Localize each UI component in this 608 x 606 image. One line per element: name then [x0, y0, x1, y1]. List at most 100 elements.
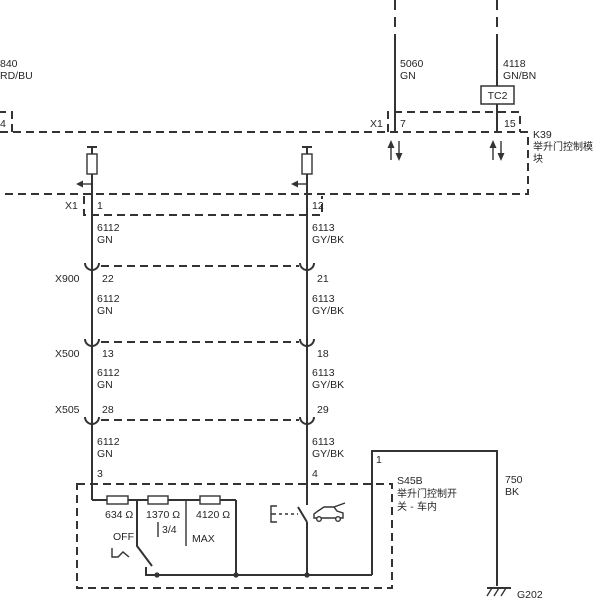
- car-front-wheel: [316, 516, 323, 523]
- connector-x500-terminal-left: [84, 338, 100, 347]
- connector-x1-top-housing: [387, 111, 521, 132]
- resistor-4120-label: 4120 Ω: [196, 509, 230, 521]
- connector-x505: [84, 416, 315, 425]
- ground-icon: [486, 587, 511, 597]
- pullup-resistor-icon: [291, 146, 313, 188]
- connector-x900: [84, 262, 315, 271]
- liftgate-car-icon: [313, 502, 346, 523]
- car-open-liftgate: [333, 502, 346, 508]
- resistor-634-label: 634 Ω: [105, 509, 133, 521]
- wire-6112-circuit-label: 6112: [97, 222, 120, 234]
- resistor-4120: [199, 495, 221, 505]
- wire-6112-color-label: GN: [97, 234, 113, 246]
- connector-x500-terminal-right: [299, 338, 315, 347]
- connector-x900-pin-21: 21: [317, 273, 329, 285]
- ground-g202-label: G202: [517, 589, 543, 601]
- car-rear-wheel: [335, 516, 342, 523]
- switch-s45b-pin-3: 3: [97, 468, 103, 480]
- wire-4118-color-label: GN/BN: [503, 70, 536, 82]
- wire-5060-circuit-label: 5060: [400, 58, 424, 70]
- switch-s45b-name-line1: 举升门控制开: [397, 487, 457, 500]
- switch-s45b-ref: S45B: [397, 475, 423, 487]
- connector-x505-pin-29: 29: [317, 404, 329, 416]
- wire-6113-circuit-label: 6113: [312, 222, 335, 234]
- ground-hatch: [493, 587, 500, 597]
- module-k39-name-line1: 举升门控制模: [533, 140, 593, 153]
- switch-s45b-name-line2: 关 - 车内: [397, 500, 437, 513]
- tc2-component-box: [480, 85, 515, 105]
- resistor-1370-label: 1370 Ω: [146, 509, 180, 521]
- arrow-down-head: [395, 153, 403, 161]
- connector-x505-ref: X505: [55, 404, 80, 416]
- bidirectional-arrows-icon: [387, 140, 403, 161]
- position-off-label: OFF: [113, 531, 134, 543]
- arrow-down-head: [497, 153, 505, 161]
- wire-6112-color-label: GN: [97, 305, 113, 317]
- wire-6113-circuit-label: 6113: [312, 367, 335, 379]
- position-3-4-label: 3/4: [162, 524, 177, 536]
- wire-6112-circuit-label: 6112: [97, 367, 120, 379]
- wire-4118-circuit-label: 4118: [503, 58, 526, 70]
- connector-x900-ref: X900: [55, 273, 80, 285]
- arrow-up-head: [489, 140, 497, 148]
- connector-x1-top-pin-4: 4: [0, 118, 6, 130]
- tc2-label: TC2: [488, 90, 508, 102]
- connector-x500: [84, 338, 315, 347]
- wire-6112-color-label: GN: [97, 379, 113, 391]
- wire-6112-color-label: GN: [97, 448, 113, 460]
- wire-750: [371, 450, 498, 586]
- connector-x1-top-pin-7: 7: [400, 118, 406, 130]
- position-max-label: MAX: [192, 533, 215, 545]
- switch-wiper: [136, 500, 153, 567]
- connector-x1-bottom-housing: [83, 196, 323, 216]
- pullup-resistor: [301, 153, 313, 175]
- connector-x505-terminal-right: [299, 416, 315, 425]
- connector-x500-pin-18: 18: [317, 348, 329, 360]
- wire-750-circuit-label: 750: [505, 474, 523, 486]
- connector-x900-pin-22: 22: [102, 273, 114, 285]
- connector-x500-pin-13: 13: [102, 348, 114, 360]
- wire-5060-color-label: GN: [400, 70, 416, 82]
- wire-6113-color-label: GY/BK: [312, 305, 344, 317]
- junction-dot: [233, 572, 239, 578]
- bidirectional-arrows-icon: [489, 140, 505, 161]
- module-k39-border: [0, 131, 529, 195]
- ajar-switch-blade: [297, 506, 308, 523]
- wire-6113-color-label: GY/BK: [312, 448, 344, 460]
- pullup-resistor: [86, 153, 98, 175]
- connector-x1-bottom-pin-12: 12: [312, 200, 324, 212]
- connector-x1-bottom-ref: X1: [65, 200, 78, 212]
- connector-x900-terminal-right: [299, 262, 315, 271]
- module-k39-name-line2: 块: [533, 153, 543, 165]
- ajar-switch-actuator-icon: [270, 505, 277, 523]
- connector-x1-top-housing-left: [0, 111, 13, 132]
- connector-x500-ref: X500: [55, 348, 80, 360]
- arrow-up-head: [387, 140, 395, 148]
- wire-6112-circuit-label: 6112: [97, 293, 120, 305]
- resistor-1370: [147, 495, 169, 505]
- junction-dot: [154, 572, 160, 578]
- wire-6113-circuit-label: 6113: [312, 293, 335, 305]
- switch-s45b-pin-1: 1: [376, 454, 382, 466]
- wire-840-circuit-label: 840: [0, 58, 18, 70]
- wire-750-color-label: BK: [505, 486, 519, 498]
- wire-6113-color-label: GY/BK: [312, 379, 344, 391]
- pullup-signal-arrow-head: [291, 180, 298, 188]
- wire-6113-color-label: GY/BK: [312, 234, 344, 246]
- connector-x1-top-ref: X1: [370, 118, 383, 130]
- switch-s45b-pin-4: 4: [312, 468, 318, 480]
- pullup-resistor-icon: [76, 146, 98, 188]
- junction-dot: [304, 572, 310, 578]
- connector-x505-terminal-left: [84, 416, 100, 425]
- connector-x505-pin-28: 28: [102, 404, 114, 416]
- switch-s45b-border: [76, 483, 393, 589]
- resistor-634: [106, 495, 129, 505]
- wire-840-color-label: RD/BU: [0, 70, 33, 82]
- wire-6112-circuit-label: 6112: [97, 436, 120, 448]
- connector-x1-bottom-pin-1: 1: [97, 200, 103, 212]
- switch-actuator-icon: [111, 548, 130, 558]
- pullup-signal-arrow-head: [76, 180, 83, 188]
- connector-x900-terminal-left: [84, 262, 100, 271]
- ground-hatch: [486, 587, 493, 597]
